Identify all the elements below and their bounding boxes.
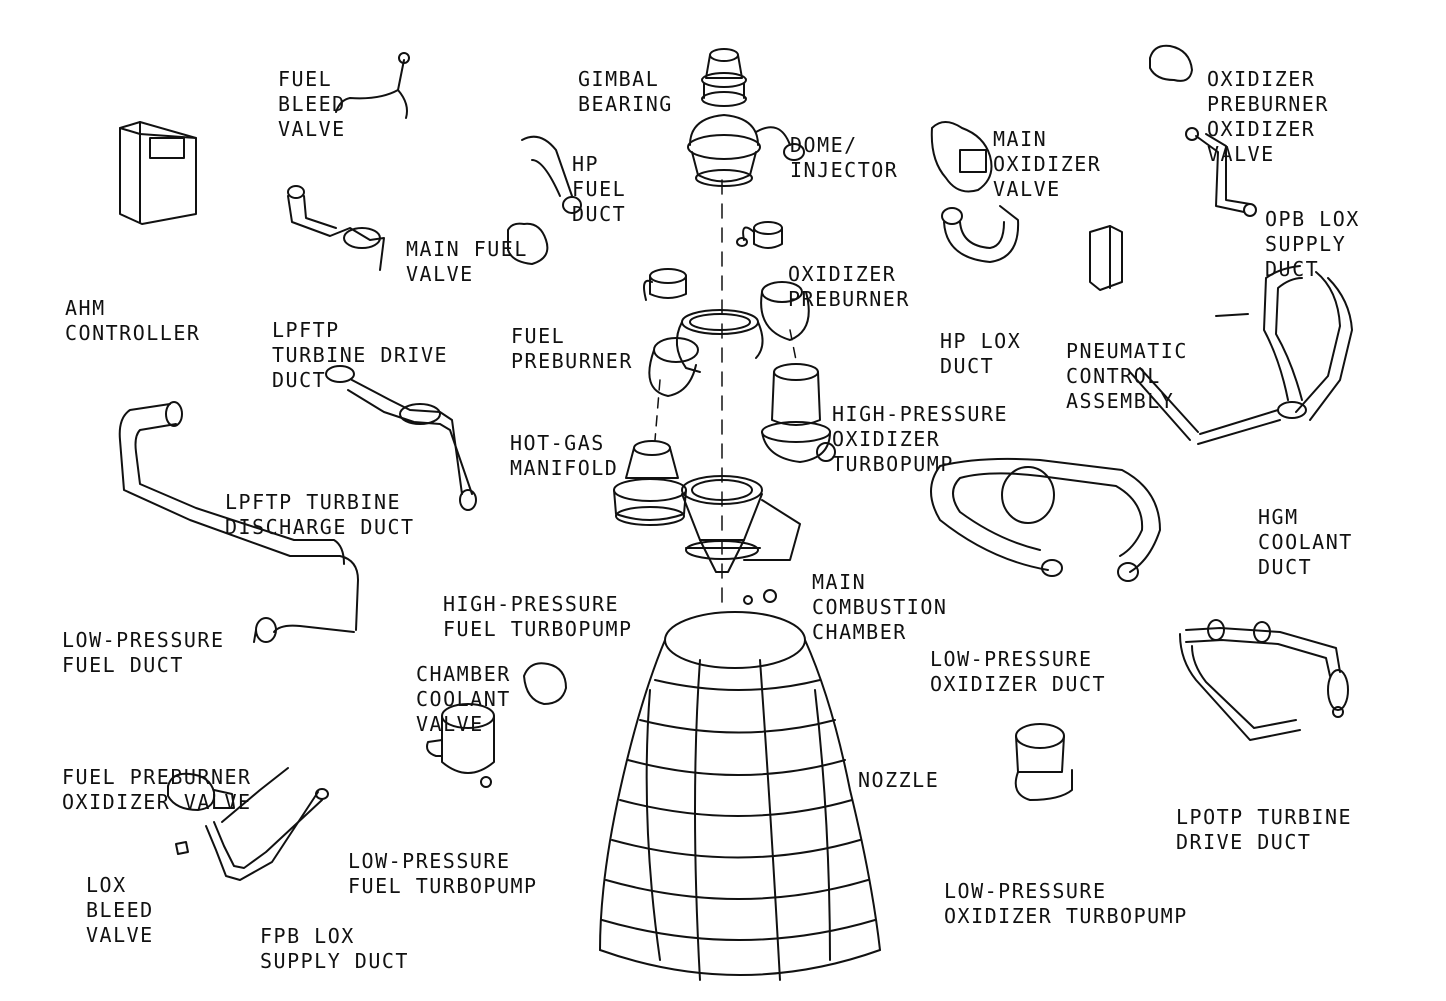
- opb-oxidizer-valve-drawing: [1149, 44, 1193, 82]
- dome-injector-drawing: [687, 114, 805, 187]
- main-combustion-chamber-drawing: [681, 475, 801, 573]
- fuel-preburner-drawing: [643, 268, 687, 301]
- lpotp-turbine-drive-duct-drawing: [1179, 619, 1349, 741]
- nozzle-drawing: [599, 589, 881, 981]
- low-pressure-oxidizer-turbopump-drawing: [1014, 723, 1073, 801]
- fpb-lox-supply-duct-drawing: [205, 767, 329, 881]
- main-fuel-valve-drawing: [507, 222, 549, 265]
- hgm-coolant-duct-drawing: [1129, 265, 1353, 445]
- hp-fuel-turbopump-drawing: [613, 440, 687, 526]
- centerline-right: [789, 329, 797, 361]
- nozzle-label: NOZZLE: [858, 768, 940, 792]
- chamber-coolant-valve-drawing: [523, 662, 567, 705]
- main-oxidizer-valve-drawing: [930, 121, 993, 193]
- pneumatic-control-assembly-drawing: [1089, 225, 1123, 291]
- lox-bleed-valve-drawing: [175, 841, 189, 855]
- lpftp-turbine-drive-duct-drawing: [287, 185, 385, 271]
- gimbal-bearing-drawing: [701, 48, 747, 107]
- fpb-oxidizer-valve-drawing: [167, 772, 235, 811]
- low-pressure-oxidizer-duct-drawing: [930, 457, 1161, 582]
- dome-injector-label: DOME/INJECTOR: [790, 133, 899, 182]
- hp-oxidizer-turbopump-drawing: [761, 363, 836, 463]
- ahm-controller-drawing: [119, 121, 197, 225]
- low-pressure-fuel-duct-drawing: [118, 401, 359, 643]
- oxidizer-preburner-drawing: [736, 221, 783, 249]
- low-pressure-fuel-turbopump-drawing: [426, 703, 495, 788]
- fuel-bleed-valve-drawing: [335, 52, 410, 119]
- hp-fuel-duct-drawing: [521, 135, 582, 214]
- hp-lox-duct-drawing: [941, 205, 1020, 263]
- centerline-left: [654, 379, 661, 441]
- hot-gas-manifold-drawing: [648, 281, 810, 397]
- lpftp-turbine-discharge-duct-drawing: [325, 365, 477, 511]
- opb-lox-supply-duct-drawing: [1185, 127, 1257, 217]
